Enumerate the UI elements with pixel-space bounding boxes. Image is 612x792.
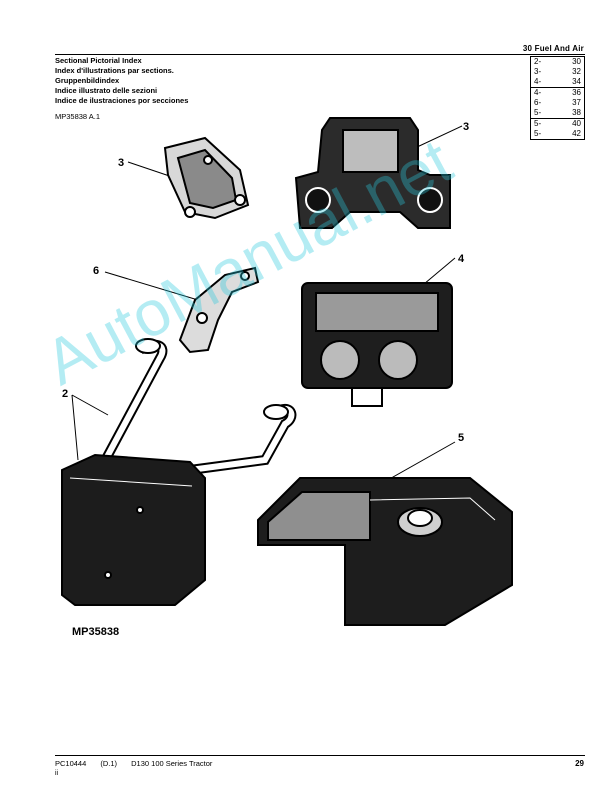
intake-adapter-part bbox=[163, 136, 250, 220]
page-ref-row[interactable]: 5- 40 bbox=[531, 119, 585, 130]
index-title-fr: Index d'illustrations par sections. bbox=[55, 66, 174, 75]
index-title-en: Sectional Pictorial Index bbox=[55, 56, 142, 65]
figure-code: MP35838 A.1 bbox=[55, 112, 101, 121]
page-ref-section[interactable]: 4- bbox=[534, 88, 542, 97]
page-ref-section[interactable]: 5- bbox=[530, 129, 567, 140]
page-ref-page[interactable]: 36 bbox=[572, 88, 581, 97]
page-reference-table: 2-30 3-32 4-34 4-36 6-37 5-38 5-40 5-42 bbox=[530, 56, 585, 140]
page-ref-row[interactable]: 6- 37 bbox=[531, 98, 585, 108]
page-ref-row[interactable]: 5-42 bbox=[530, 129, 585, 140]
muffler-part bbox=[61, 338, 297, 606]
intake-manifold-part bbox=[294, 117, 451, 229]
header-rule bbox=[55, 54, 585, 55]
callout-label: 3 bbox=[118, 157, 124, 169]
page-ref-section[interactable]: 3- bbox=[534, 67, 542, 76]
page-ref-page[interactable]: 32 bbox=[572, 67, 581, 76]
index-title-it: Indice illustrato delle sezioni bbox=[55, 86, 158, 95]
callout-label: 6 bbox=[93, 265, 99, 277]
page-ref-section[interactable]: 5- bbox=[534, 119, 542, 128]
page-ref-row[interactable]: 4- 36 bbox=[531, 88, 585, 99]
page-ref-row[interactable]: 2- 30 bbox=[531, 57, 585, 68]
page-ref-page[interactable]: 38 bbox=[567, 108, 585, 119]
footer-info: PC10444 (D.1) D130 100 Series Tractor bbox=[55, 759, 224, 768]
throttle-bracket-part bbox=[178, 266, 260, 354]
section-title: 30 Fuel And Air bbox=[522, 44, 584, 53]
model-name: D130 100 Series Tractor bbox=[131, 759, 213, 768]
page-ref-page[interactable]: 42 bbox=[567, 129, 585, 140]
footer-rule bbox=[55, 755, 585, 756]
air-cleaner-part bbox=[257, 477, 513, 626]
page-ref-section[interactable]: 2- bbox=[534, 57, 542, 66]
page-ref-section[interactable]: 6- bbox=[534, 98, 542, 107]
page-number: 29 bbox=[575, 759, 584, 768]
doc-id: PC10444 bbox=[55, 759, 87, 768]
index-titles: Sectional Pictorial Index Index d'illust… bbox=[55, 56, 188, 122]
page-ref-page[interactable]: 40 bbox=[572, 119, 581, 128]
callout-label: 5 bbox=[458, 432, 464, 444]
index-title-de: Gruppenbildindex bbox=[55, 76, 120, 85]
page-ref-section[interactable]: 4- bbox=[530, 77, 567, 88]
page-ref-page[interactable]: 34 bbox=[567, 77, 585, 88]
callout-label: 3 bbox=[463, 121, 469, 133]
figure-id: MP35838 bbox=[72, 626, 120, 638]
revision: (D.1) bbox=[100, 759, 118, 768]
page-ref-row[interactable]: 4-34 bbox=[530, 77, 585, 88]
page-ref-row[interactable]: 3- 32 bbox=[531, 67, 585, 77]
carburetor-part bbox=[301, 282, 453, 407]
callout-label: 2 bbox=[62, 388, 68, 400]
page-ref-page[interactable]: 37 bbox=[572, 98, 581, 107]
footer-sub: ii bbox=[55, 770, 59, 777]
page-ref-row[interactable]: 5-38 bbox=[530, 108, 585, 119]
callout-label: 4 bbox=[458, 253, 465, 265]
page-ref-section[interactable]: 5- bbox=[530, 108, 567, 119]
index-title-es: Indice de ilustraciones por secciones bbox=[55, 96, 189, 105]
page-ref-page[interactable]: 30 bbox=[572, 57, 581, 66]
